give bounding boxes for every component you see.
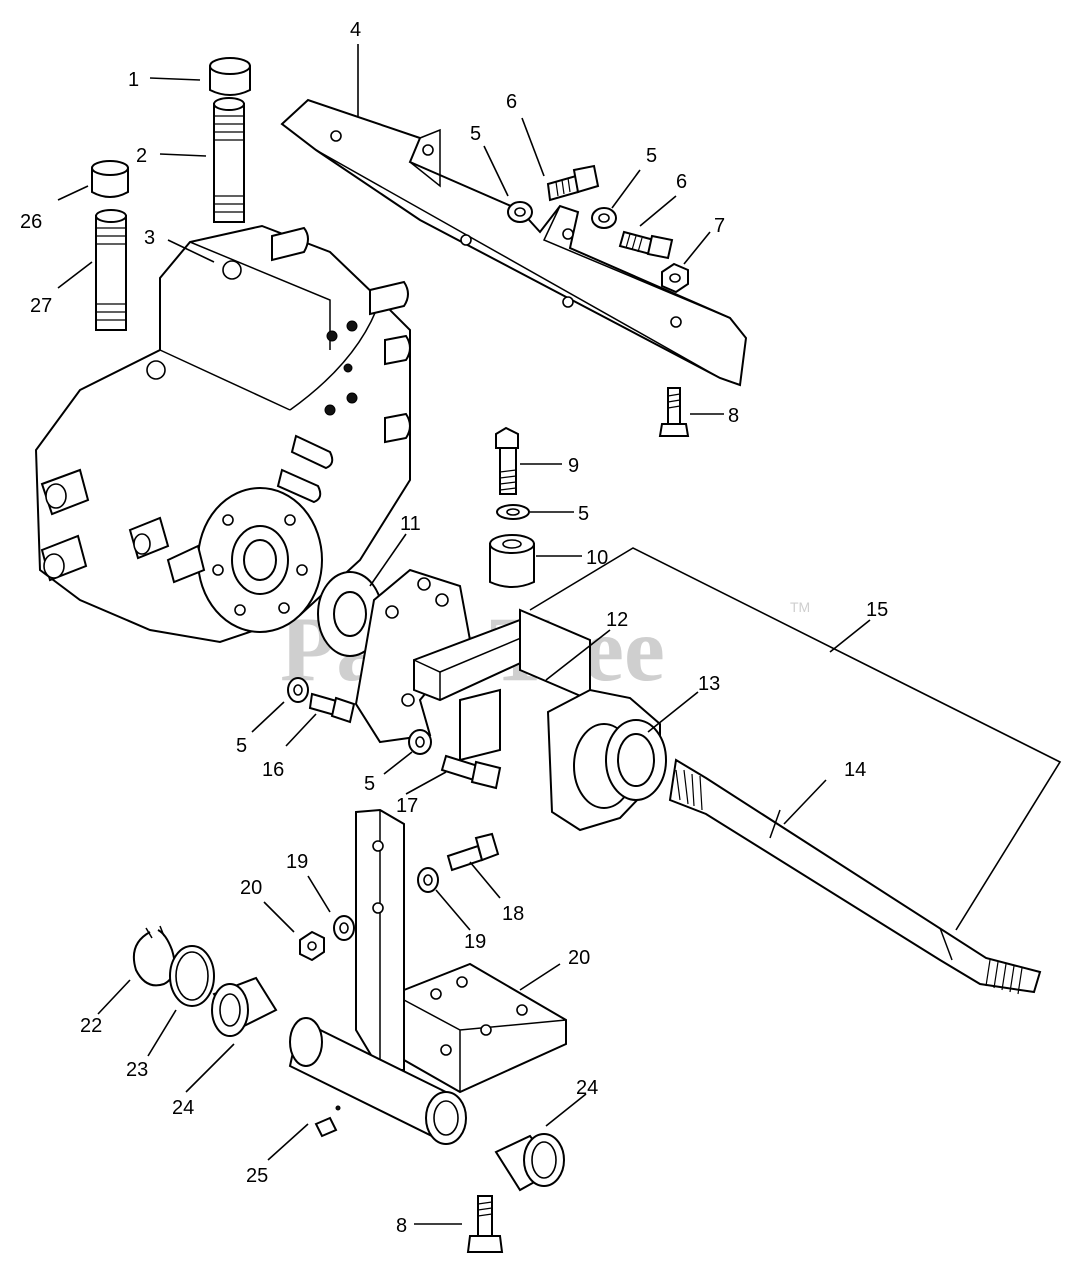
part-9-bolt (495, 426, 519, 495)
callout-18: 18 (502, 903, 524, 925)
part-24-bushing-left (211, 976, 278, 1037)
part-18-bolt (446, 832, 500, 872)
callout-16: 16 (262, 759, 284, 781)
callout-26: 26 (20, 211, 42, 233)
callout-9: 9 (568, 455, 579, 477)
part-4-bracket (280, 98, 748, 387)
part-13-bearing-housing (546, 688, 667, 832)
part-26-cap (91, 160, 129, 198)
callout-15: 15 (866, 599, 888, 621)
part-5-washer-lower (408, 729, 432, 755)
callout-4: 4 (350, 19, 361, 41)
callout-5-lower: 5 (364, 773, 375, 795)
part-5-washer-top-b (591, 207, 617, 229)
callout-8-lower: 8 (396, 1215, 407, 1237)
callout-6-top-b: 6 (676, 171, 687, 193)
callout-5-mid: 5 (578, 503, 589, 525)
part-1-cap (209, 57, 251, 96)
part-5-washer-mid (496, 504, 530, 520)
part-6-bolt-top-a (546, 164, 600, 202)
callout-23: 23 (126, 1059, 148, 1081)
callout-2: 2 (136, 145, 147, 167)
callout-20-nut: 20 (240, 877, 262, 899)
callout-27: 27 (30, 295, 52, 317)
callout-24-left: 24 (172, 1097, 194, 1119)
part-23-washer (169, 945, 215, 1007)
part-8-bolt-upper (658, 387, 690, 437)
part-11-seal (317, 571, 383, 657)
callout-12: 12 (606, 609, 628, 631)
callout-20-bracket: 20 (568, 947, 590, 969)
callout-5-top-b: 5 (646, 145, 657, 167)
callout-13: 13 (698, 673, 720, 695)
callout-8-upper: 8 (728, 405, 739, 427)
part-19-washer-right (417, 867, 439, 893)
part-10-spacer (489, 534, 535, 588)
callout-14: 14 (844, 759, 866, 781)
part-22-retaining-ring (132, 925, 176, 987)
callout-17: 17 (396, 795, 418, 817)
callout-24-right: 24 (576, 1077, 598, 1099)
watermark-trademark: TM (790, 599, 810, 615)
callout-labels: 1 2 3 4 5 6 5 6 7 8 9 5 10 11 12 13 14 1… (20, 19, 888, 1237)
part-12-axle-support (354, 568, 591, 762)
callout-1: 1 (128, 69, 139, 91)
part-17-bolt (440, 754, 502, 790)
callout-10: 10 (586, 547, 608, 569)
part-20-nut (299, 930, 325, 962)
callout-11: 11 (400, 513, 421, 535)
callout-19-right: 19 (464, 931, 486, 953)
part-6-bolt-top-b (618, 230, 674, 260)
part-5-washer-left (287, 677, 309, 703)
part-27-pipe-nipple (95, 209, 127, 331)
part-24-bushing-right (494, 1133, 565, 1192)
part-14-axle-shaft (668, 758, 1042, 995)
part-3-gear-housing (34, 224, 411, 644)
part-19-washer-left (333, 915, 355, 941)
leader-lines (57, 44, 827, 1225)
part-7-nut (661, 262, 689, 294)
callout-5-left: 5 (236, 735, 247, 757)
callout-19-left: 19 (286, 851, 308, 873)
part-8-bolt-lower (466, 1195, 504, 1253)
callout-6-top-a: 6 (506, 91, 517, 113)
part-5-washer-top-a (507, 201, 533, 223)
callout-3: 3 (144, 227, 155, 249)
callout-5-top-a: 5 (470, 123, 481, 145)
part-15-assembly-frame (529, 547, 1062, 931)
part-2-pipe-nipple (213, 97, 245, 223)
part-25-grease-fitting (314, 1105, 341, 1138)
callout-25: 25 (246, 1165, 268, 1187)
part-16-bolt (308, 692, 356, 724)
callout-7: 7 (714, 215, 725, 237)
callout-22: 22 (80, 1015, 102, 1037)
part-20-pivot-bracket (288, 808, 567, 1145)
